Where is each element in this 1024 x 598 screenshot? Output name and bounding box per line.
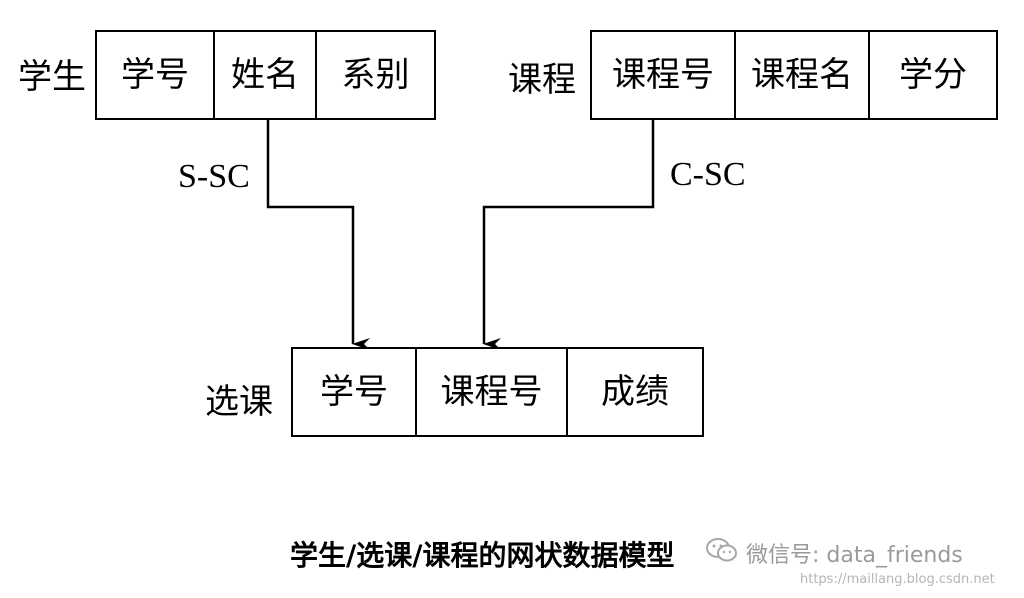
c-sc-link-label: C-SC	[670, 156, 746, 193]
course-field-id: 课程号	[592, 32, 736, 118]
c-sc-link-line	[482, 118, 655, 350]
student-field-id: 学号	[97, 32, 215, 118]
enrollment-field-student-id: 学号	[293, 349, 417, 435]
s-sc-link-label: S-SC	[178, 158, 250, 195]
student-field-dept: 系别	[341, 55, 410, 95]
enrollment-field-course-id: 课程号	[417, 349, 568, 435]
watermark-url: https://maillang.blog.csdn.net	[800, 572, 995, 587]
enrollment-entity-label: 选课	[205, 382, 273, 422]
enrollment-field-grade: 成绩	[601, 372, 669, 412]
course-record: 课程号 课程名 学分	[590, 30, 998, 120]
student-record: 学号 姓名 系别	[95, 30, 436, 120]
course-field-name: 课程名	[736, 32, 870, 118]
s-sc-link-line	[266, 118, 370, 350]
wechat-icon	[706, 537, 738, 563]
course-entity-label: 课程	[508, 60, 576, 100]
course-field-credit: 学分	[899, 55, 967, 95]
student-field-name: 姓名	[215, 32, 317, 118]
student-entity-label: 学生	[18, 57, 86, 97]
watermark-wechat-id: 微信号: data_friends	[746, 543, 963, 568]
diagram-caption: 学生/选课/课程的网状数据模型	[290, 539, 675, 572]
enrollment-record: 学号 课程号 成绩	[291, 347, 704, 437]
